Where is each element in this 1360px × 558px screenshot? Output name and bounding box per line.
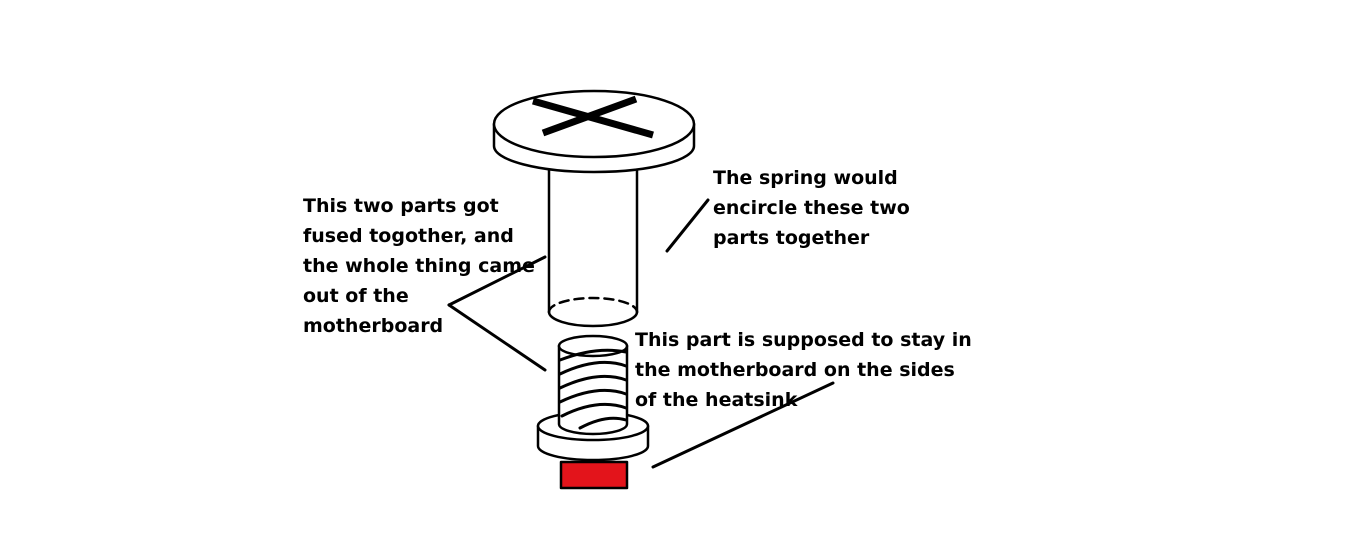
screw-head [492, 89, 696, 174]
label-line: encircle these two [713, 197, 910, 219]
cross-slot-icon [532, 95, 654, 139]
thread-lines [558, 348, 628, 430]
label-line: fused togother, and [303, 225, 514, 247]
label-line: parts together [713, 227, 870, 249]
label-line: This two parts got [303, 195, 499, 217]
label-line: the whole thing came [303, 255, 535, 277]
fused-parts-label: This two parts got fused togother, and t… [303, 191, 535, 341]
threaded-standoff [536, 334, 650, 490]
screw-shaft [547, 168, 639, 328]
spring-label: The spring would encircle these two part… [713, 163, 910, 253]
callout-lines [447, 198, 835, 469]
label-line: The spring would [713, 167, 898, 189]
label-line: the motherboard on the sides [635, 359, 955, 381]
label-line: of the heatsink [635, 389, 798, 411]
label-line: out of the [303, 285, 409, 307]
label-line: motherboard [303, 315, 444, 337]
red-base [559, 460, 629, 490]
label-line: This part is supposed to stay in [635, 329, 972, 351]
stay-part-label: This part is supposed to stay in the mot… [635, 325, 972, 415]
